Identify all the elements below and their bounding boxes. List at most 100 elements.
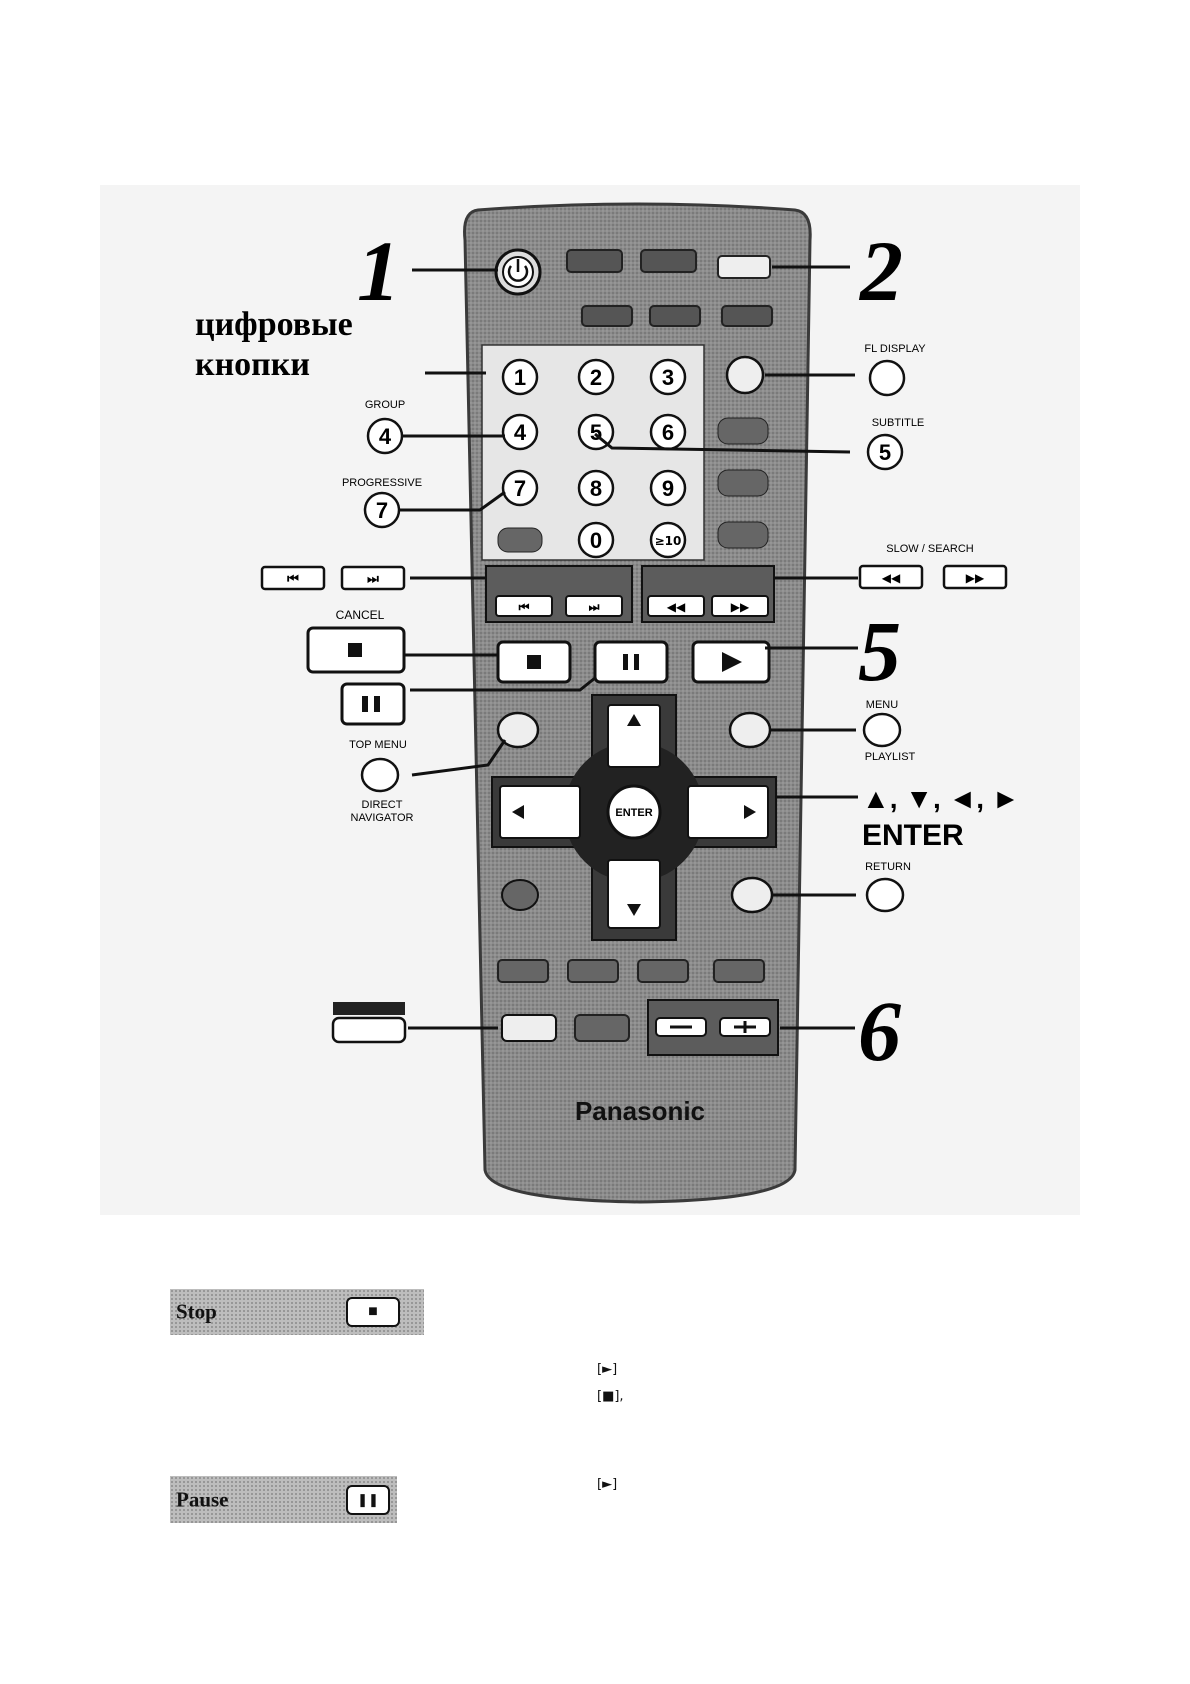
group-key-callout bbox=[366, 417, 404, 455]
callout-lines bbox=[400, 265, 858, 1030]
pause-button-glyph: ❚❚ bbox=[346, 1484, 390, 1515]
stop-section-bar: Stop ■ bbox=[170, 1289, 424, 1335]
keypad-extra-key[interactable] bbox=[497, 527, 543, 553]
skip-forward-callout: ⏭ bbox=[340, 565, 406, 591]
play-key[interactable] bbox=[691, 640, 771, 684]
fl-display-label: FL DISPLAY bbox=[864, 343, 926, 355]
top-menu-key[interactable] bbox=[496, 711, 540, 749]
pause-icon: ❚❚ bbox=[357, 1491, 379, 1507]
group-label: GROUP bbox=[365, 399, 405, 411]
group-key-callout-digit: 4 bbox=[379, 424, 392, 449]
lower-key-3[interactable] bbox=[637, 959, 689, 983]
number-key-3[interactable] bbox=[649, 358, 687, 396]
subtitle-label: SUBTITLE bbox=[872, 417, 925, 429]
stop-button-glyph: ■ bbox=[346, 1297, 400, 1327]
pause-key[interactable] bbox=[593, 640, 669, 684]
side-key-3[interactable] bbox=[717, 521, 769, 549]
rewind-icon: ◀◀ bbox=[667, 600, 686, 614]
mode-key[interactable] bbox=[501, 1014, 557, 1042]
fast-forward-icon: ▶▶ bbox=[966, 571, 985, 585]
fast-forward-icon: ▶▶ bbox=[731, 600, 750, 614]
skip-forward-icon: ⏭ bbox=[367, 572, 379, 587]
side-key-1[interactable] bbox=[717, 417, 769, 445]
callout-2: 2 bbox=[858, 223, 903, 319]
top-key-e[interactable] bbox=[649, 305, 701, 327]
number-key-label: 9 bbox=[662, 476, 674, 501]
skip-back-callout: ⏮ bbox=[260, 565, 326, 591]
top-key-f[interactable] bbox=[721, 305, 773, 327]
number-key-10[interactable] bbox=[577, 521, 615, 559]
top-key-d[interactable] bbox=[581, 305, 633, 327]
return-callout bbox=[865, 877, 905, 913]
arrow-left-key[interactable] bbox=[499, 785, 581, 839]
power-button[interactable] bbox=[494, 248, 542, 296]
arrow-up-key[interactable] bbox=[607, 704, 661, 768]
pause-icon bbox=[362, 696, 380, 712]
menu-key[interactable] bbox=[728, 711, 772, 749]
number-key-1[interactable] bbox=[501, 358, 539, 396]
enter-key[interactable]: ENTER bbox=[606, 784, 662, 840]
number-key-2[interactable] bbox=[577, 358, 615, 396]
arrow-up-icon bbox=[627, 714, 641, 726]
digit-buttons-caption-line2: кнопки bbox=[195, 346, 310, 383]
skip-back-icon: ⏮ bbox=[287, 572, 299, 587]
fl-display-key[interactable] bbox=[725, 355, 765, 395]
brand-logo: Panasonic bbox=[575, 1096, 705, 1126]
fast-forward-key[interactable]: ▶▶ bbox=[711, 595, 769, 617]
skip-back-icon: ⏮ bbox=[519, 600, 530, 614]
number-key-8[interactable] bbox=[577, 469, 615, 507]
pause-section-title: Pause bbox=[176, 1487, 229, 1511]
mode-key-callout bbox=[331, 1002, 407, 1044]
lower-key-2[interactable] bbox=[567, 959, 619, 983]
side-key-2[interactable] bbox=[717, 469, 769, 497]
stop-callout bbox=[306, 626, 406, 674]
lower-key-4[interactable] bbox=[713, 959, 765, 983]
number-key-9[interactable] bbox=[649, 469, 687, 507]
number-key-label: 1 bbox=[514, 365, 526, 390]
progressive-label: PROGRESSIVE bbox=[342, 477, 422, 489]
number-key-7[interactable] bbox=[501, 469, 539, 507]
skip-back-key[interactable]: ⏮ bbox=[495, 595, 553, 617]
direct-navigator-label-1: DIRECT bbox=[362, 799, 403, 811]
stop-icon bbox=[527, 655, 541, 669]
stop-section-title: Stop bbox=[176, 1299, 217, 1324]
progressive-key-callout bbox=[363, 491, 401, 529]
number-key-label: 2 bbox=[590, 365, 602, 390]
stop-icon: ■ bbox=[368, 1303, 378, 1320]
slow-search-label: SLOW / SEARCH bbox=[886, 543, 973, 555]
cancel-label: CANCEL bbox=[336, 608, 385, 622]
number-key-4[interactable] bbox=[501, 413, 539, 451]
ten-plus-key[interactable] bbox=[649, 521, 687, 559]
ten-plus-key-label: ≥10 bbox=[655, 534, 682, 548]
stop-icon bbox=[348, 643, 362, 657]
pause-icon bbox=[623, 654, 639, 670]
subtitle-key-callout-digit: 5 bbox=[879, 440, 891, 465]
return-key[interactable] bbox=[730, 876, 774, 914]
arrow-down-key[interactable] bbox=[607, 859, 661, 929]
rewind-icon: ◀◀ bbox=[882, 571, 901, 585]
skip-forward-key[interactable]: ⏭ bbox=[565, 595, 623, 617]
digit-buttons-caption-line1: цифровые bbox=[195, 306, 353, 343]
top-key-b[interactable] bbox=[640, 249, 697, 273]
top-key-c[interactable] bbox=[717, 255, 771, 279]
rewind-callout: ◀◀ bbox=[858, 564, 924, 590]
number-key-label: 6 bbox=[662, 420, 674, 445]
arrows-label: ▲, ▼, ◄, ► bbox=[862, 783, 1020, 814]
number-key-label: 7 bbox=[514, 476, 526, 501]
rewind-key[interactable]: ◀◀ bbox=[647, 595, 705, 617]
top-key-a[interactable] bbox=[566, 249, 623, 273]
play-icon bbox=[722, 652, 742, 672]
arrow-right-key[interactable] bbox=[687, 785, 769, 839]
number-key-label: 4 bbox=[514, 420, 527, 445]
note-play-2: [►] bbox=[597, 1477, 618, 1492]
enter-label: ENTER bbox=[862, 819, 964, 852]
lower-key-1[interactable] bbox=[497, 959, 549, 983]
muting-key[interactable] bbox=[574, 1014, 630, 1042]
subtitle-key-callout bbox=[866, 433, 904, 471]
menu-label: MENU bbox=[866, 699, 898, 711]
stop-key[interactable] bbox=[496, 640, 572, 684]
setup-key[interactable] bbox=[501, 879, 539, 911]
arrow-down-icon bbox=[627, 904, 641, 916]
